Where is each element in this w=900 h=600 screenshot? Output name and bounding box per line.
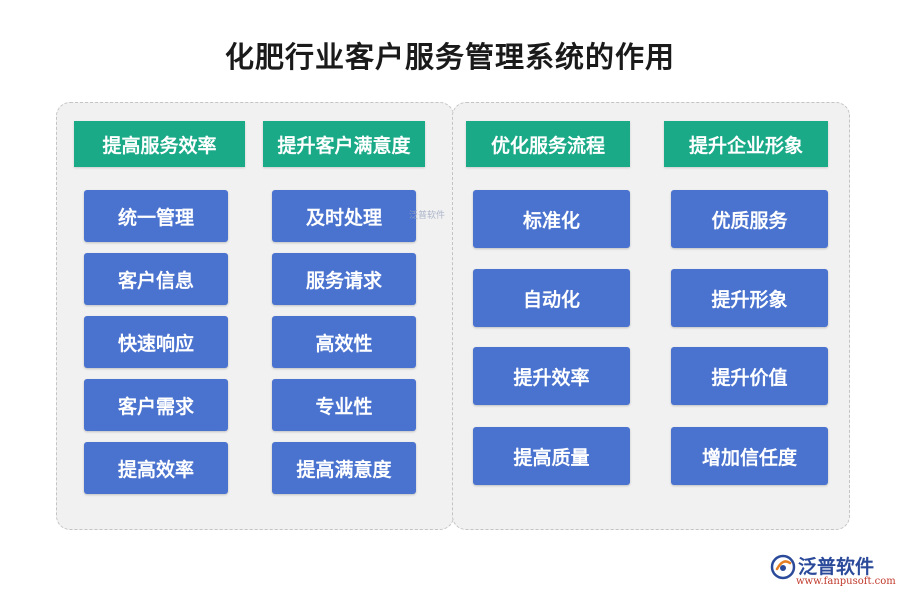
brand-url: www.fanpusoft.com — [796, 576, 896, 587]
item-enhance-value: 提升价值 — [671, 347, 828, 405]
brand-logo: 泛普软件 www.fanpusoft.com — [770, 552, 896, 592]
watermark-text: 泛普软件 — [409, 211, 446, 221]
item-enhance-image: 提升形象 — [671, 269, 828, 327]
brand-name: 泛普软件 — [798, 556, 875, 578]
item-quality-service: 优质服务 — [671, 190, 828, 248]
item-improve-satisfaction: 提高满意度 — [272, 442, 416, 494]
item-high-efficiency: 高效性 — [272, 316, 416, 368]
item-service-request: 服务请求 — [272, 253, 416, 305]
item-timely-handling: 及时处理 — [272, 190, 416, 242]
item-customer-needs: 客户需求 — [84, 379, 228, 431]
item-customer-info: 客户信息 — [84, 253, 228, 305]
header-enhance-corporate-image: 提升企业形象 — [664, 121, 828, 167]
header-improve-customer-satisfaction: 提升客户满意度 — [263, 121, 425, 167]
item-unified-management: 统一管理 — [84, 190, 228, 242]
page-title: 化肥行业客户服务管理系统的作用 — [224, 40, 675, 74]
watermark: 泛普软件 — [398, 208, 445, 221]
item-automation: 自动化 — [473, 269, 630, 327]
item-improve-efficiency: 提高效率 — [84, 442, 228, 494]
header-optimize-service-process: 优化服务流程 — [466, 121, 630, 167]
item-professionalism: 专业性 — [272, 379, 416, 431]
item-quick-response: 快速响应 — [84, 316, 228, 368]
watermark-logo-icon — [398, 210, 407, 219]
item-standardization: 标准化 — [473, 190, 630, 248]
item-improve-quality: 提高质量 — [473, 427, 630, 485]
item-increase-trust: 增加信任度 — [671, 427, 828, 485]
header-improve-service-efficiency: 提高服务效率 — [74, 121, 245, 167]
brand-logo-icon — [770, 554, 796, 580]
item-increase-efficiency: 提升效率 — [473, 347, 630, 405]
